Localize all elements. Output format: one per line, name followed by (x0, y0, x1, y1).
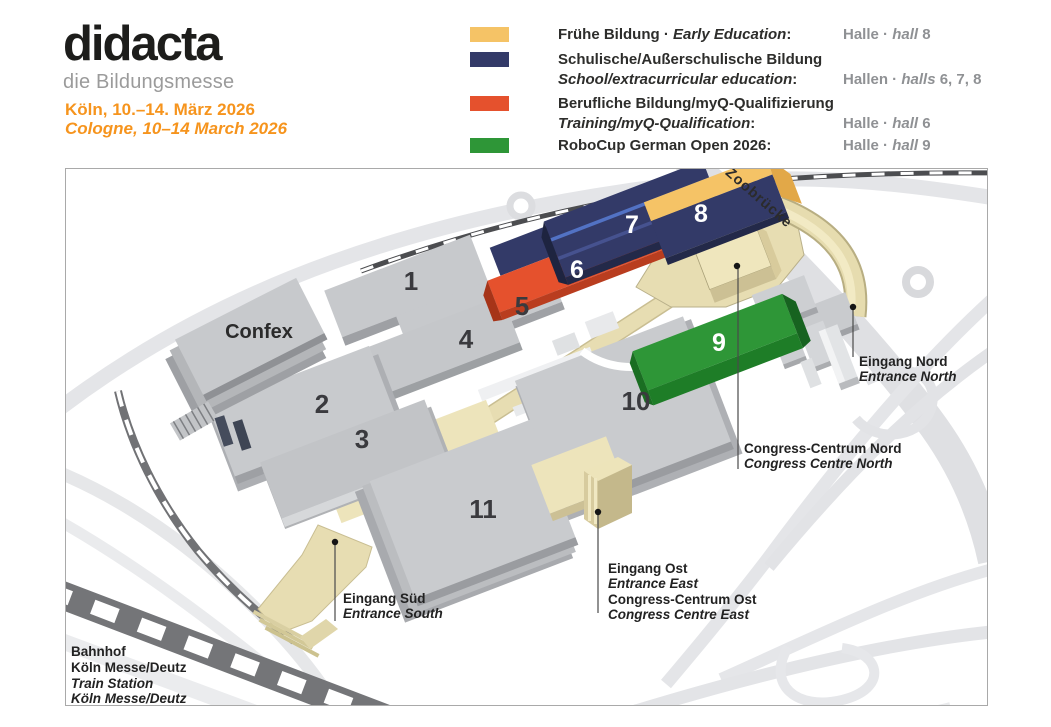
hall-4-building (356, 295, 523, 406)
map-labels: Zoobrücke Eingang Nord Entrance North Co… (71, 169, 957, 705)
legend-label-de: Berufliche Bildung/myQ-Qualifizierung (558, 95, 834, 112)
entrance-east-label-de: Eingang Ost (608, 561, 688, 576)
site-map-canvas: 1 2 3 4 5 6 7 8 9 10 11 Confex Zoobrücke… (66, 169, 987, 705)
logo-title: didacta (63, 17, 223, 71)
logo-subtitle: die Bildungsmesse (63, 71, 235, 93)
hall-8-building (643, 169, 802, 265)
entrance-east-label-en: Entrance East (608, 576, 699, 591)
tower-building (232, 419, 252, 451)
legend-swatch-robocup-icon (470, 138, 509, 153)
legend-swatch-school-education-icon (470, 52, 509, 67)
event-dates: Köln, 10.–14. März 2026 Cologne, 10–14 M… (65, 100, 287, 138)
legend-hall-ref: Halle · hall 9 (843, 137, 931, 154)
entrance-north-label-de: Eingang Nord (859, 354, 948, 369)
tower-building (214, 415, 234, 447)
ccn-marker-dot (733, 262, 741, 270)
entrance-south-marker-dot (331, 538, 339, 546)
entrance-east-building (531, 436, 632, 529)
legend-label-en: School/extracurricular education: (558, 71, 798, 88)
cco-label-de: Congress-Centrum Ost (608, 592, 757, 607)
entrance-east-marker-dot (594, 508, 602, 516)
hall-1-label: 1 (404, 266, 418, 296)
entrance-north-marker-dot (849, 303, 857, 311)
hall-4-label: 4 (459, 324, 474, 354)
leader-lines (331, 262, 857, 621)
ccn-label-de: Congress-Centrum Nord (744, 441, 902, 456)
roundabout (902, 266, 934, 298)
legend: Frühe Bildung · Early Education: Halle ·… (470, 20, 1030, 170)
hall-11-building (354, 419, 579, 623)
legend-swatch-early-education-icon (470, 27, 509, 42)
hall-10-label: 10 (622, 386, 651, 416)
legend-label-en: Training/myQ-Qualification: (558, 115, 756, 132)
hall-9-building (629, 293, 811, 406)
legend-label-de: RoboCup German Open 2026: (558, 137, 772, 154)
hall-11-label: 11 (469, 494, 497, 524)
legend-label-de: Schulische/Außerschulische Bildung (558, 51, 823, 68)
hall-3-label: 3 (355, 424, 369, 454)
confex-building (165, 277, 328, 424)
small-buildings (551, 311, 620, 356)
confex-label: Confex (225, 321, 293, 343)
legend-label-de: Frühe Bildung · (558, 26, 673, 43)
road-network (66, 169, 987, 705)
hall-7-label: 7 (625, 211, 639, 239)
congress-centrum-nord-complex (635, 196, 868, 318)
roundabout (506, 191, 536, 221)
legend-hall-ref: Hallen · halls 6, 7, 8 (843, 71, 982, 88)
legend-swatch-training-icon (470, 96, 509, 111)
event-date-english: Cologne, 10–14 March 2026 (65, 119, 288, 138)
cco-label-en: Congress Centre East (608, 607, 750, 622)
station-label-l3: Train Station (71, 676, 153, 691)
hall-2-label: 2 (315, 389, 329, 419)
legend-label-en: Early Education (672, 26, 787, 43)
stairs (169, 401, 219, 441)
station-label-l2: Köln Messe/Deutz (71, 660, 187, 675)
hall-9-label: 9 (712, 329, 726, 357)
hall-6-label: 6 (570, 256, 584, 284)
entrance-south-label-en: Entrance South (343, 606, 443, 621)
didacta-logo: didacta die Bildungsmesse (63, 20, 234, 94)
ccn-label-en: Congress Centre North (744, 456, 893, 471)
legend-hall-ref: Halle · hall 6 (843, 115, 931, 132)
station-label-l4: Köln Messe/Deutz (71, 691, 187, 705)
entrance-south-building (252, 524, 373, 658)
legend-hall-ref: Halle · hall 8 (843, 26, 931, 43)
station-label-l1: Bahnhof (71, 644, 126, 659)
hall-5-label: 5 (515, 291, 529, 321)
event-date-german: Köln, 10.–14. März 2026 (65, 100, 255, 119)
hall-numbers: 1 2 3 4 5 6 7 8 9 10 11 Confex (225, 200, 726, 524)
site-map: 1 2 3 4 5 6 7 8 9 10 11 Confex Zoobrücke… (65, 168, 988, 706)
entrance-north-label-en: Entrance North (859, 369, 957, 384)
entrance-south-label-de: Eingang Süd (343, 591, 426, 606)
hall-8-label: 8 (694, 200, 708, 228)
